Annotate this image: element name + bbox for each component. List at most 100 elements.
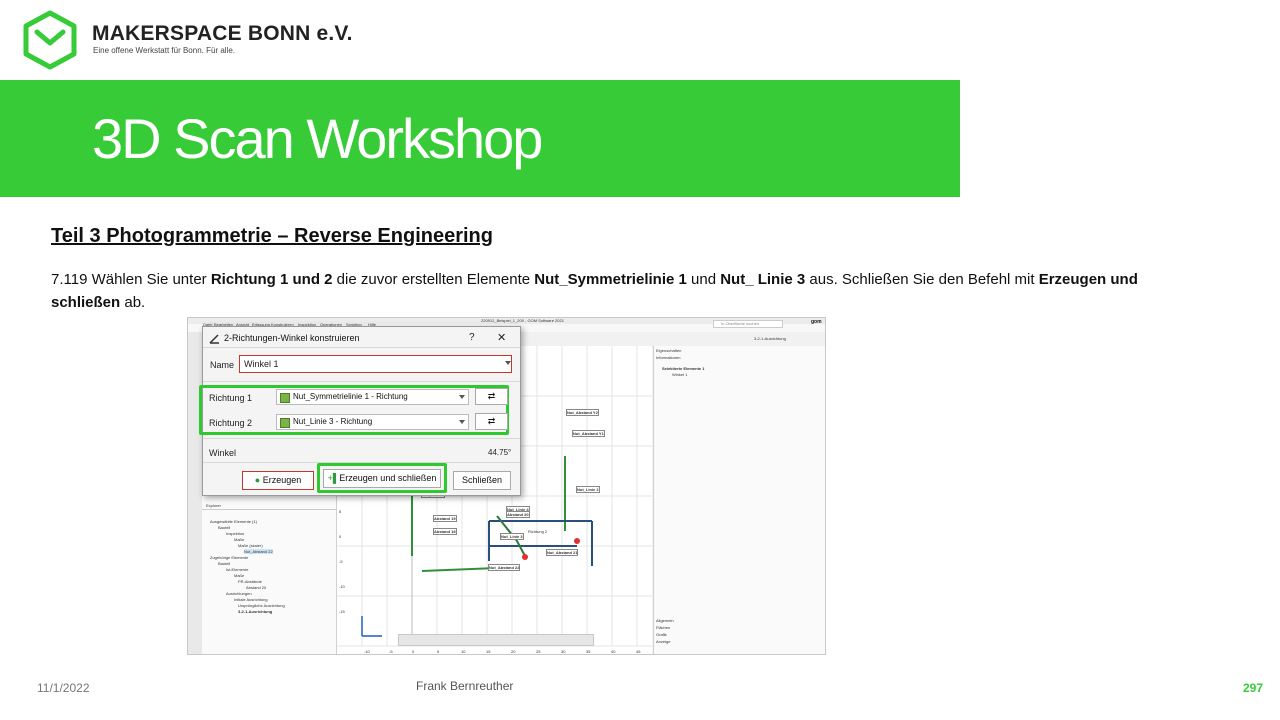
divider: [203, 347, 520, 348]
explorer-tab[interactable]: Explorer: [206, 503, 221, 508]
tab-informationen[interactable]: Informationen: [656, 355, 681, 360]
props-section[interactable]: Allgemein: [656, 618, 674, 623]
create-button[interactable]: ● Erzeugen: [242, 471, 314, 490]
props-tree-item[interactable]: Winkel 1: [672, 372, 688, 377]
instruction-bold: Richtung 1 und 2: [210, 271, 333, 288]
tree-item[interactable]: Zugehörige Elemente: [210, 555, 249, 560]
label-nut-linie-3[interactable]: Nut_Linie 3: [500, 533, 524, 540]
tree-item[interactable]: Maße (skaler): [238, 543, 263, 548]
axis-tick-x: 10: [461, 649, 466, 654]
window-title: 220912_Beispiel_1_200 - GOM Software 202…: [481, 318, 564, 323]
window-titlebar: [188, 318, 825, 324]
tree-item[interactable]: PR-Abstände: [238, 579, 262, 584]
alignment-selector[interactable]: 3-2-1-Ausrichtung: [754, 336, 786, 341]
search-placeholder: In Oberfläche suchen: [721, 321, 760, 326]
tree-item[interactable]: Ursprüngliche Ausrichtung: [238, 603, 285, 608]
props-section[interactable]: Grafik: [656, 632, 667, 637]
viewport-toolbar[interactable]: [398, 634, 594, 646]
chevron-down-icon: [459, 395, 465, 399]
label-abstand-19[interactable]: Abstand 19: [433, 515, 457, 522]
chevron-down-icon: [505, 361, 511, 365]
label-nut-abstand-22[interactable]: Nut_Abstand 22: [488, 564, 521, 571]
direction2-select[interactable]: Nut_Linie 3 - Richtung: [276, 414, 469, 430]
tree-item[interactable]: Maße: [234, 537, 245, 542]
axis-tick-y: 5: [339, 509, 342, 514]
label-abstand-18[interactable]: Abstand 18: [433, 528, 457, 535]
axis-tick-x: 35: [586, 649, 591, 654]
close-button[interactable]: Schließen: [453, 471, 511, 490]
menu-item-ansicht[interactable]: Ansicht: [236, 322, 250, 327]
axis-tick-x: 30: [561, 649, 566, 654]
search-input[interactable]: [713, 320, 783, 328]
instruction-bold: Nut_Symmetrielinie 1: [534, 271, 687, 288]
create-and-close-button[interactable]: +▌Erzeugen und schließen: [323, 469, 441, 488]
footer-author: Frank Bernreuther: [416, 679, 514, 693]
axis-tick-y: 0: [339, 534, 342, 539]
tree-item[interactable]: Inspektion: [226, 531, 245, 536]
menu-item-operationen[interactable]: Operationen: [320, 322, 343, 327]
tree-item[interactable]: Ausrichtungen: [226, 591, 252, 596]
axis-tick-x: 0: [412, 649, 415, 654]
tree-item[interactable]: Bauteil: [218, 561, 231, 566]
axis-tick-y: -10: [339, 584, 345, 589]
create-button-label: Erzeugen: [262, 475, 302, 485]
axis-tick-y: -15: [339, 609, 345, 614]
menu-item-konstruieren[interactable]: Konstruieren: [271, 322, 294, 327]
menu-item-erfassung[interactable]: Erfassung: [252, 322, 271, 327]
menu-item-bearbeiten[interactable]: Bearbeiten: [214, 322, 234, 327]
label-nut-abstand-y2[interactable]: Nut_Abstand Y2: [566, 409, 599, 416]
label-nut-linie-2[interactable]: Nut_Linie 2: [576, 486, 600, 493]
tree-item[interactable]: Ist-Elemente: [226, 567, 249, 572]
angle-label: Winkel: [209, 448, 237, 458]
tree-item[interactable]: Initiale Ausrichtung: [234, 597, 268, 602]
name-input-value: Winkel 1: [244, 359, 279, 369]
props-section[interactable]: Flächen: [656, 625, 671, 630]
create-close-highlight: [317, 463, 447, 493]
instruction-bold: Nut_ Linie 3: [720, 271, 806, 288]
org-name: MAKERSPACE BONN e.V.: [92, 22, 353, 45]
direction1-select[interactable]: Nut_Symmetrielinie 1 - Richtung: [276, 389, 469, 405]
label-nut-abstand-21[interactable]: Nut_Abstand 21: [546, 549, 579, 556]
chevron-down-icon: [459, 420, 465, 424]
directions-highlight: [199, 385, 509, 435]
menu-item-datei[interactable]: Datei: [203, 322, 213, 327]
instruction-part: die zuvor erstellten Elemente: [332, 271, 535, 288]
close-icon[interactable]: ✕: [497, 332, 507, 344]
label-abstand-20[interactable]: Abstand 20: [506, 511, 530, 518]
name-input[interactable]: [239, 355, 512, 373]
swap-direction2-button[interactable]: ⇄: [475, 413, 508, 430]
tree-item[interactable]: Ausgewählte Elemente (1): [210, 519, 257, 524]
name-label: Name: [210, 360, 235, 370]
props-section[interactable]: Anzeige: [656, 639, 671, 644]
label-richtung-2[interactable]: Richtung 2: [528, 529, 548, 534]
create-close-icon: +▌: [327, 473, 340, 483]
axis-tick-x: 40: [611, 649, 616, 654]
label-nut-abstand-y1[interactable]: Nut_Abstand Y1: [572, 430, 605, 437]
gom-logo: gom: [811, 319, 822, 325]
tree-item[interactable]: Abstand 20: [246, 585, 267, 590]
tree-item-selected[interactable]: Nut_Abstand 22: [244, 549, 273, 554]
instruction-text: 7.119 Wählen Sie unter Richtung 1 und 2 …: [51, 268, 1151, 314]
section-heading: Teil 3 Photogrammetrie – Reverse Enginee…: [51, 225, 493, 247]
tree-item[interactable]: Bauteil: [218, 525, 231, 530]
instruction-bold: Erzeugen und schließen: [51, 271, 1138, 311]
swap-direction1-button[interactable]: ⇄: [475, 388, 508, 405]
makerspace-logo-icon: [23, 10, 77, 70]
tree-item[interactable]: Maße: [234, 573, 245, 578]
props-tree-item[interactable]: Selektierte Elemente 1: [662, 366, 705, 371]
tree-item[interactable]: 3-2-1-Ausrichtung: [238, 609, 273, 614]
instruction-part: ab.: [120, 294, 146, 311]
menu-item-scripting[interactable]: Scripting: [346, 322, 362, 327]
org-tagline: Eine offene Werkstatt für Bonn. Für alle…: [93, 46, 235, 55]
left-toolbar: [188, 332, 202, 654]
divider: [203, 462, 520, 463]
tab-eigenschaften[interactable]: Eigenschaften: [656, 348, 682, 353]
menu-item-inspektion[interactable]: Inspektion: [298, 322, 317, 327]
help-icon[interactable]: ?: [469, 332, 475, 343]
divider: [203, 438, 520, 439]
title-banner: [0, 80, 960, 197]
angle-icon: [209, 334, 219, 344]
page-number: 297: [1243, 681, 1264, 695]
menu-item-hilfe[interactable]: Hilfe: [368, 322, 377, 327]
instruction-part: aus. Schließen Sie den Befehl mit: [805, 271, 1039, 288]
